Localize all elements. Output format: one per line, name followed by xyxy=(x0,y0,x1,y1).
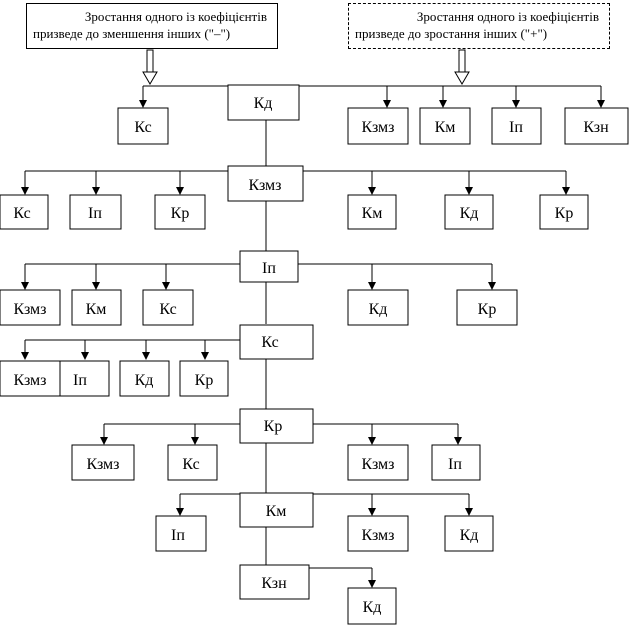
node-kzmz-5b: Кзмз xyxy=(347,444,409,481)
node-kc-hub: Кс xyxy=(239,324,314,360)
svg-text:Км: Км xyxy=(86,301,107,318)
node-kzmz-4: Кзмз xyxy=(0,360,61,397)
svg-text:Кр: Кр xyxy=(195,372,214,389)
node-kd-6: Кд xyxy=(444,515,494,552)
node-in-hub: Іп xyxy=(239,250,299,283)
svg-text:Кзмз: Кзмз xyxy=(362,119,395,136)
svg-text:Іп: Іп xyxy=(171,527,185,544)
svg-text:Км: Км xyxy=(362,205,383,222)
svg-text:Кс: Кс xyxy=(261,334,278,351)
svg-text:Кр: Кр xyxy=(478,301,497,318)
svg-text:Іп: Іп xyxy=(448,456,462,473)
node-kzn-hub: Кзн xyxy=(239,564,310,600)
svg-text:Кд: Кд xyxy=(254,95,273,112)
svg-text:Кзмз: Кзмз xyxy=(14,372,47,389)
node-kd-2: Кд xyxy=(444,194,494,230)
node-kzn-1: Кзн xyxy=(564,107,629,145)
connectors-level-7 xyxy=(309,567,376,588)
svg-text:Кс: Кс xyxy=(134,119,151,136)
note-minus-line1: Зростання одного із коефіцієнтів xyxy=(84,9,267,24)
svg-text:Кс: Кс xyxy=(182,456,199,473)
node-kzmz-6: Кзмз xyxy=(347,515,409,552)
node-in-6: Іп xyxy=(155,515,207,552)
node-in-4: Іп xyxy=(59,360,110,397)
svg-text:Іп: Іп xyxy=(509,119,523,136)
node-kc-3: Кс xyxy=(142,289,194,326)
node-kzmz-3: Кзмз xyxy=(0,289,61,326)
node-kzmz-hub: Кзмз xyxy=(227,165,304,202)
hollow-arrow-minus xyxy=(142,49,158,85)
node-km-2: Км xyxy=(347,194,397,230)
connectors-level-1 xyxy=(139,85,605,171)
node-kr-2: Кр xyxy=(154,194,206,230)
svg-text:Кд: Кд xyxy=(363,599,382,616)
node-kr-4: Кр xyxy=(179,360,229,397)
node-kd-7: Кд xyxy=(347,587,397,625)
svg-text:Кзмз: Кзмз xyxy=(14,301,47,318)
svg-text:Кзмз: Кзмз xyxy=(87,456,120,473)
node-km-3: Км xyxy=(71,289,122,326)
svg-text:Км: Км xyxy=(266,503,287,520)
svg-text:Кд: Кд xyxy=(369,301,388,318)
svg-text:Км: Км xyxy=(435,119,456,136)
svg-text:Іп: Іп xyxy=(73,372,87,389)
node-kzmz-5: Кзмз xyxy=(71,444,135,481)
connectors-level-6 xyxy=(176,493,473,565)
svg-text:Кр: Кр xyxy=(264,418,283,435)
node-in-2: Іп xyxy=(69,194,122,230)
node-kc-1: Кс xyxy=(117,107,169,145)
svg-text:Кд: Кд xyxy=(135,372,154,389)
svg-text:Кзмз: Кзмз xyxy=(362,527,395,544)
note-plus-line2: призведе до зростання інших ("+") xyxy=(355,26,548,41)
note-minus-line2: призведе до зменшення інших ("–") xyxy=(33,26,231,41)
svg-text:Іп: Іп xyxy=(88,205,102,222)
svg-text:Кзмз: Кзмз xyxy=(362,456,395,473)
node-kr-3: Кр xyxy=(456,289,518,326)
svg-text:Кс: Кс xyxy=(13,205,30,222)
node-km-hub: Км xyxy=(239,492,314,528)
svg-text:Кзн: Кзн xyxy=(261,575,287,592)
note-plus-line1: Зростання одного із коефіцієнтів xyxy=(416,9,599,24)
node-kr-hub: Кр xyxy=(239,408,314,444)
hollow-arrow-plus xyxy=(454,49,470,85)
svg-text:Кд: Кд xyxy=(460,527,479,544)
note-decrease-others: Зростання одного із коефіцієнтів призвед… xyxy=(26,3,278,49)
node-kr-2b: Кр xyxy=(539,194,589,230)
svg-text:Кр: Кр xyxy=(555,205,574,222)
node-kd-4: Кд xyxy=(119,360,170,397)
svg-text:Кд: Кд xyxy=(460,205,479,222)
connectors-level-4 xyxy=(21,339,267,409)
node-kzmz-1: Кзмз xyxy=(347,107,409,145)
node-in-1: Іп xyxy=(491,107,542,145)
node-kc-5: Кс xyxy=(167,444,218,481)
node-kd-root: Кд xyxy=(227,84,300,121)
svg-text:Кс: Кс xyxy=(159,301,176,318)
svg-text:Кзмз: Кзмз xyxy=(249,177,282,194)
node-kd-3: Кд xyxy=(347,289,409,326)
svg-text:Кр: Кр xyxy=(171,205,190,222)
svg-text:Кзн: Кзн xyxy=(583,119,609,136)
svg-text:Іп: Іп xyxy=(262,260,276,277)
node-kc-2: Кс xyxy=(0,194,49,230)
node-km-1: Км xyxy=(419,107,471,145)
note-increase-others: Зростання одного із коефіцієнтів призвед… xyxy=(348,3,610,49)
node-in-5: Іп xyxy=(431,444,481,481)
